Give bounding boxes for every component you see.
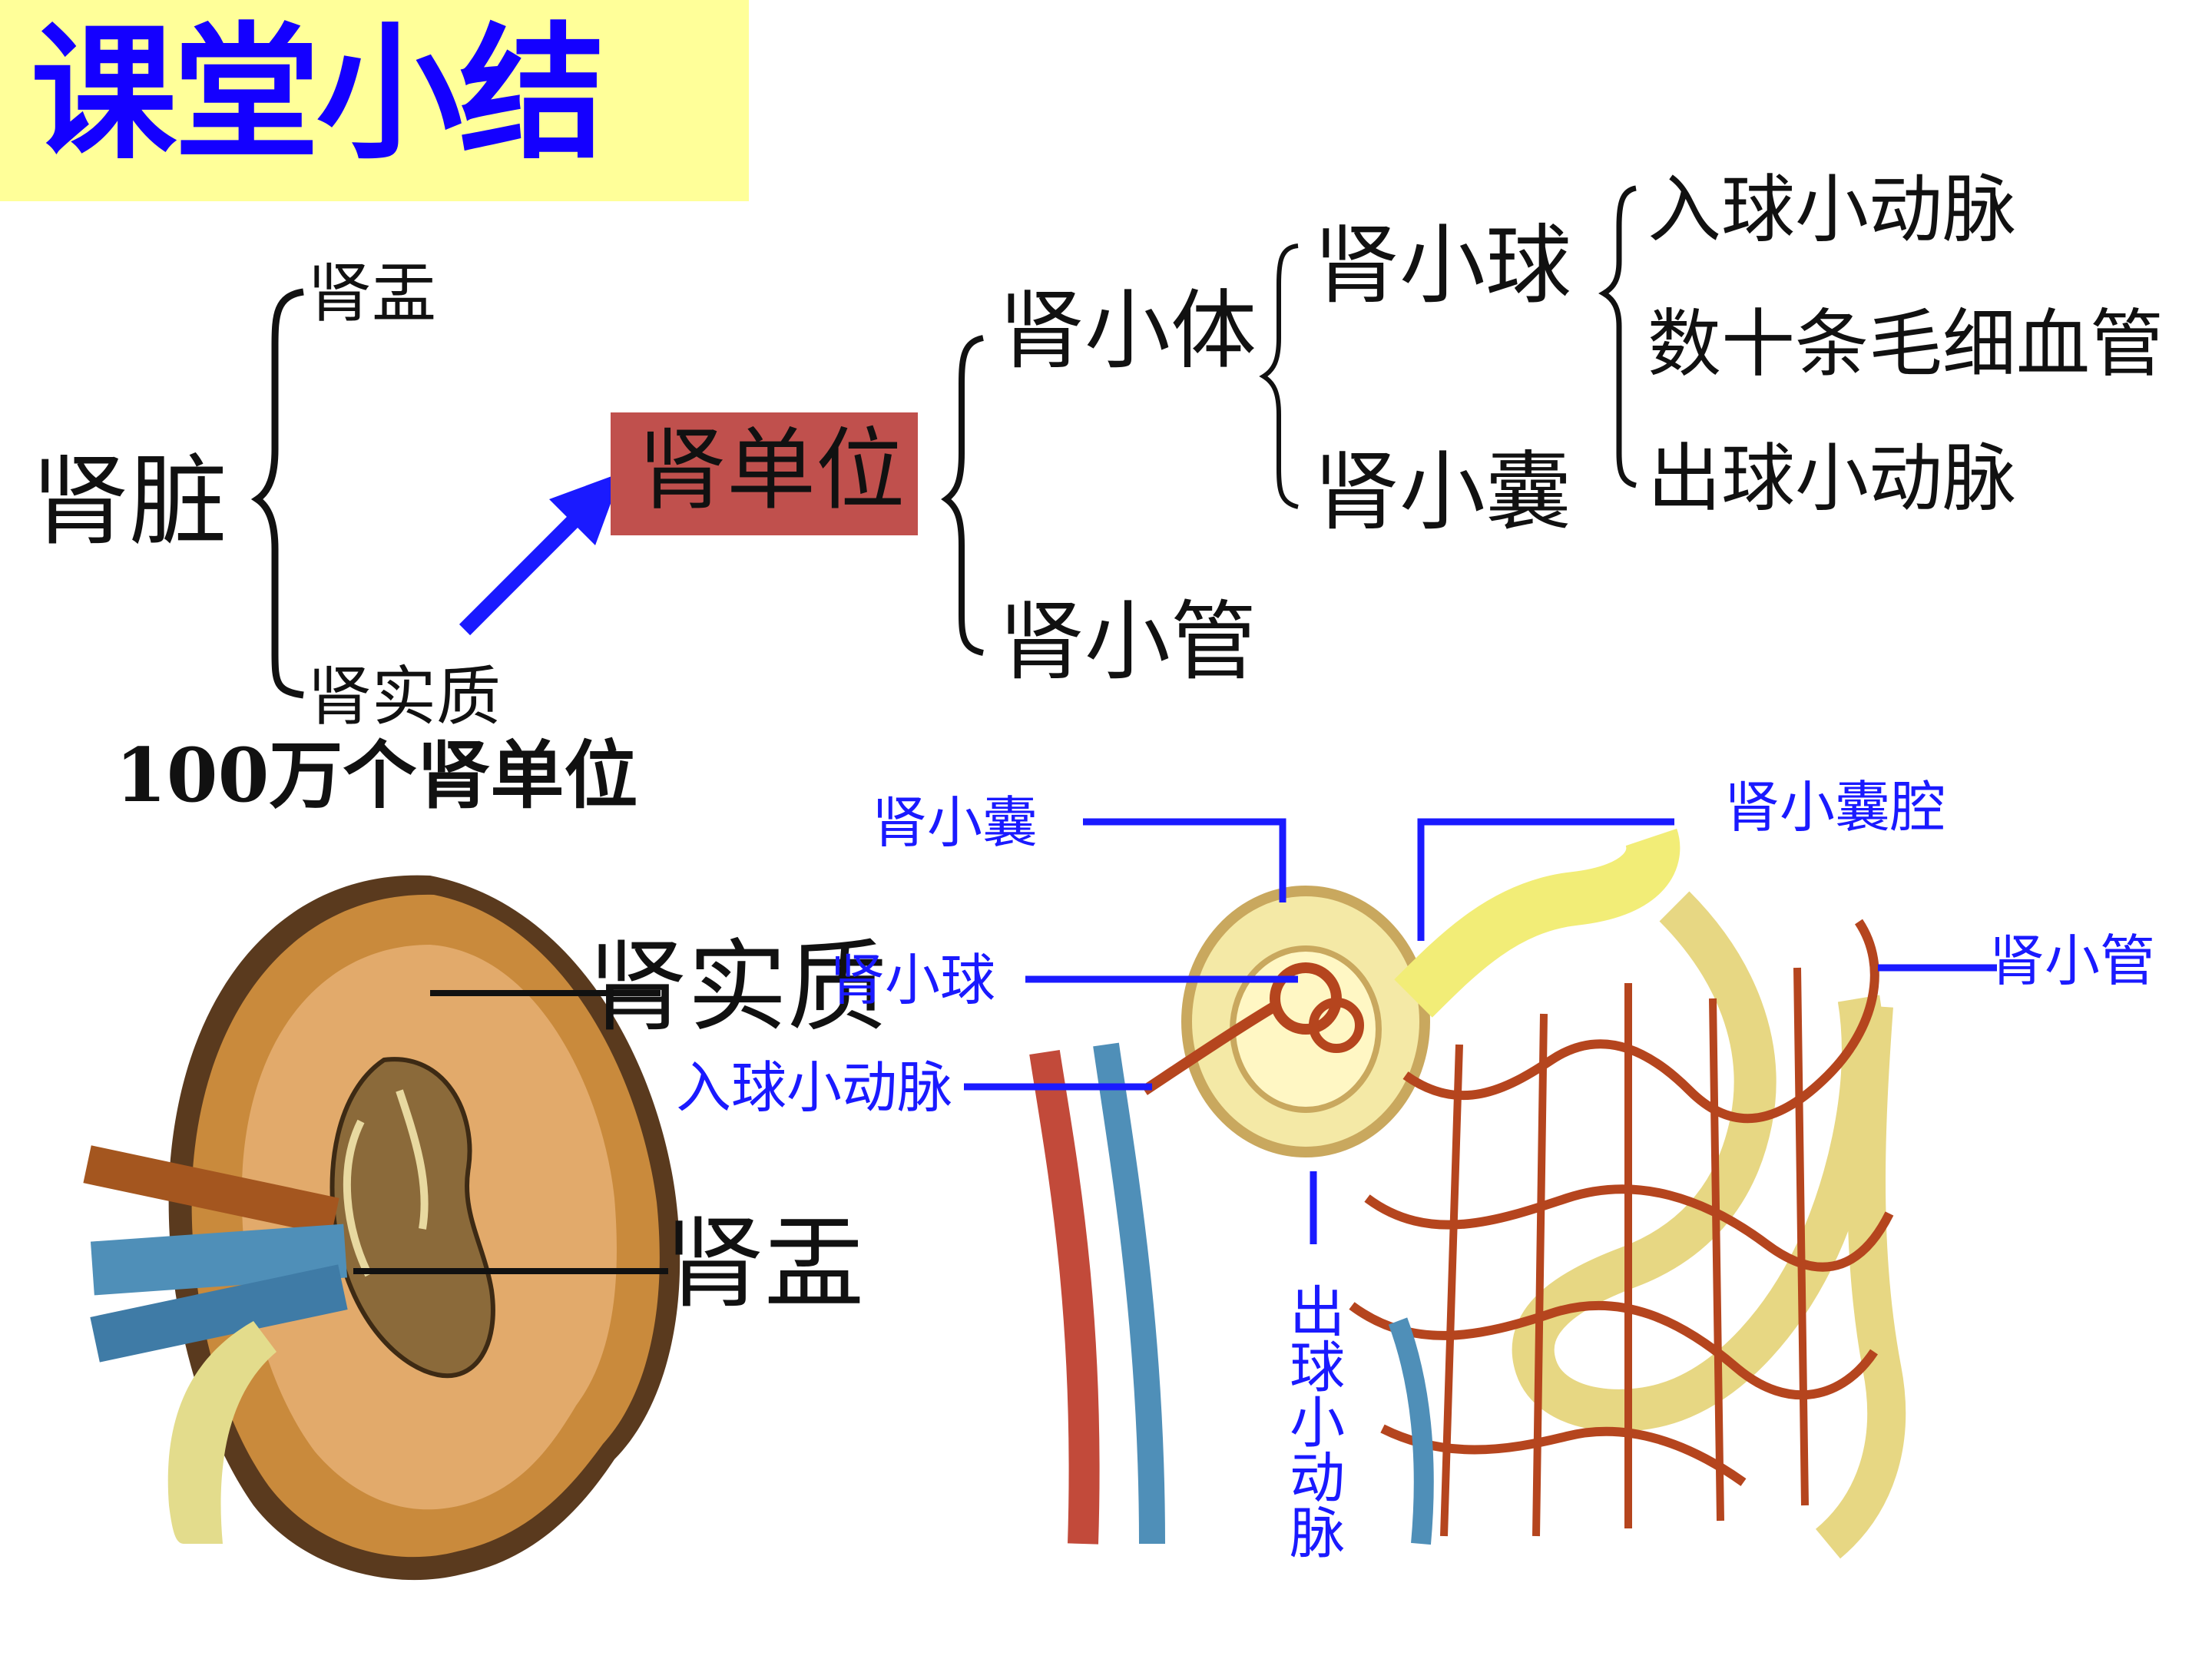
label-bowman-capsule: 肾小囊 [1313,442,1571,542]
label-afferent-arteriole: 入球小动脉 [1647,167,2016,253]
nephron-label-afferent: 入球小动脉 [676,1055,953,1120]
brace-nephron [941,335,985,656]
nephron-label-efferent: 出球小动脉 [1280,1283,1345,1559]
brace-kidney [250,288,304,699]
nephron-highlight-box [611,412,918,535]
arrow-shaft [459,501,594,636]
label-renal-parenchyma: 肾实质 [307,659,502,734]
nephron-label-tubule: 肾小管 [1989,929,2156,993]
label-glomerulus: 肾小球 [1313,216,1571,316]
label-kidney: 肾脏 [31,445,228,559]
label-nephron-count: 100万个肾单位 [115,732,638,819]
title-banner [0,0,749,201]
page-title: 课堂小结 [31,9,605,179]
kidney-illustration [83,875,680,1581]
kidney-label-parenchyma: 肾实质 [588,929,888,1045]
label-renal-corpuscle: 肾小体 [998,281,1257,381]
label-capillaries: 数十条毛细血管 [1647,301,2164,387]
label-renal-pelvis: 肾盂 [307,256,437,331]
label-nephron: 肾单位 [637,419,905,522]
nephron-label-capsule: 肾小囊 [872,790,1038,855]
brace-glomerulus [1598,185,1637,488]
label-efferent-arteriole: 出球小动脉 [1647,435,2016,522]
nephron-label-capsule-cavity: 肾小囊腔 [1724,775,1946,839]
nephron-label-glomerulus: 肾小球 [830,948,996,1012]
label-renal-tubule: 肾小管 [998,592,1257,692]
brace-corpuscle [1259,243,1299,509]
kidney-label-pelvis: 肾盂 [664,1205,865,1322]
arrow-head [549,472,622,545]
nephron-illustration [964,818,1997,1559]
